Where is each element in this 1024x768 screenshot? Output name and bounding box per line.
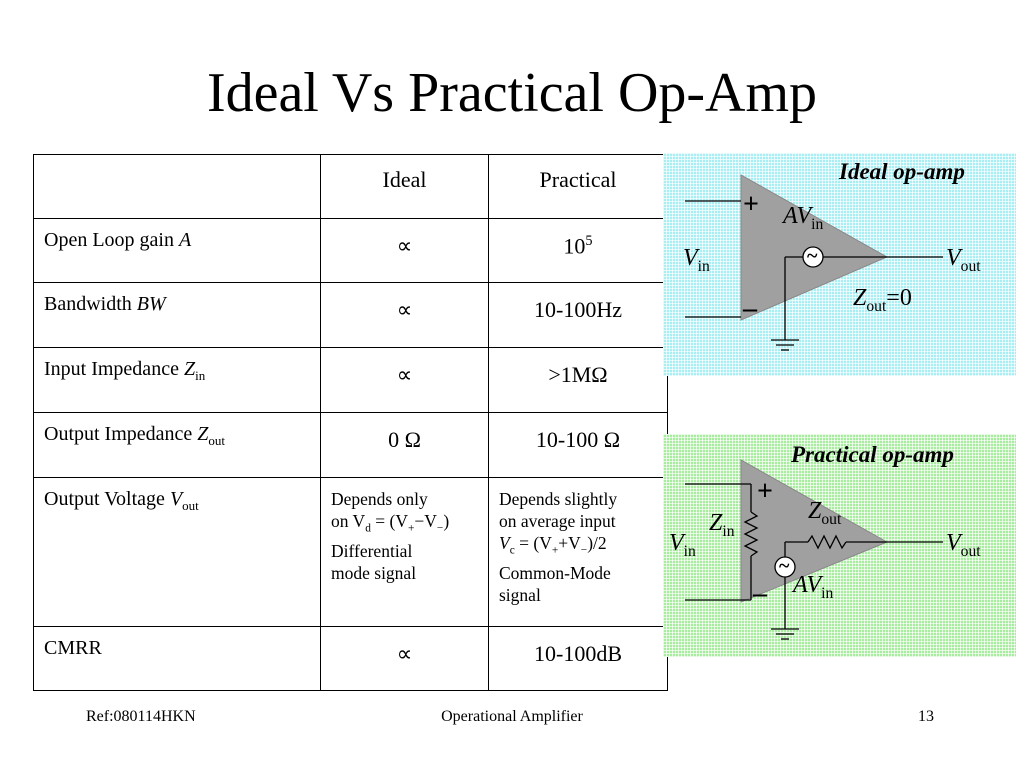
zin-label: Zin: [709, 510, 735, 540]
row-label: Bandwidth BW: [33, 282, 321, 348]
zout-resistor-icon: [807, 534, 847, 550]
row-label: Output Impedance Zout: [33, 412, 321, 478]
panel-title: Ideal op-amp: [839, 159, 965, 184]
row-label: Output Voltage Vout: [33, 477, 321, 627]
plus-sign: +: [757, 476, 773, 507]
zout-label: Zout=0: [853, 285, 912, 315]
practical-value: 10-100Hz: [488, 282, 668, 348]
practical-opamp-diagram: Practical op-amp + – ~ Zin Zout AVin Vin…: [663, 434, 1016, 657]
row-label: CMRR: [33, 626, 321, 691]
ideal-value: ∝: [320, 347, 489, 413]
plus-sign: +: [743, 189, 759, 220]
row-label: Open Loop gain A: [33, 218, 321, 283]
ideal-value: ∝: [320, 626, 489, 691]
vout-label: Vout: [946, 245, 981, 275]
ideal-value: ∝: [320, 282, 489, 348]
vin-label: Vin: [669, 530, 696, 560]
footer-reference: Ref:080114HKN: [86, 708, 196, 725]
gain-label: AVin: [793, 572, 834, 602]
ideal-value: ∝: [320, 218, 489, 283]
ideal-value: Depends only on Vd = (V+−V−) Differentia…: [320, 477, 489, 627]
practical-value: 10-100 Ω: [488, 412, 668, 478]
zin-resistor-icon: [743, 511, 759, 557]
ideal-opamp-diagram: Ideal op-amp + – ~ AVin Vin Vout Zout=0: [663, 153, 1016, 376]
header-ideal: Ideal: [320, 154, 489, 219]
panel-title: Practical op-amp: [791, 442, 954, 467]
slide-title: Ideal Vs Practical Op-Amp: [206, 62, 818, 124]
practical-value: 10-100dB: [488, 626, 668, 691]
vin-label: Vin: [683, 245, 710, 275]
table-row: Input Impedance Zin ∝ >1MΩ: [33, 347, 668, 413]
row-label: Input Impedance Zin: [33, 347, 321, 413]
vout-label: Vout: [946, 530, 981, 560]
gain-label: AVin: [783, 203, 824, 233]
table-row: CMRR ∝ 10-100dB: [33, 626, 668, 691]
source-tilde: ~: [779, 555, 790, 577]
practical-opamp-schematic: [685, 459, 943, 640]
comparison-table: Ideal Practical Open Loop gain A ∝ 105 B…: [33, 154, 668, 691]
practical-value: Depends slightly on average input Vc = (…: [488, 477, 668, 627]
minus-sign: –: [743, 293, 757, 324]
voltage-source-icon: [802, 246, 824, 268]
footer-course: Operational Amplifier: [441, 708, 583, 725]
minus-sign: –: [753, 578, 767, 609]
zout-label: Zout: [808, 498, 842, 528]
page-number: 13: [918, 708, 934, 725]
header-practical: Practical: [488, 154, 668, 219]
ideal-value: 0 Ω: [320, 412, 489, 478]
header-empty: [33, 154, 321, 219]
table-row: Open Loop gain A ∝ 105: [33, 218, 668, 283]
practical-value: 105: [488, 218, 668, 283]
source-tilde: ~: [807, 245, 818, 267]
table-row: Output Impedance Zout 0 Ω 10-100 Ω: [33, 412, 668, 478]
practical-value: >1MΩ: [488, 347, 668, 413]
table-row: Output Voltage Vout Depends only on Vd =…: [33, 477, 668, 627]
table-row: Bandwidth BW ∝ 10-100Hz: [33, 282, 668, 348]
ideal-opamp-schematic: [685, 174, 943, 351]
